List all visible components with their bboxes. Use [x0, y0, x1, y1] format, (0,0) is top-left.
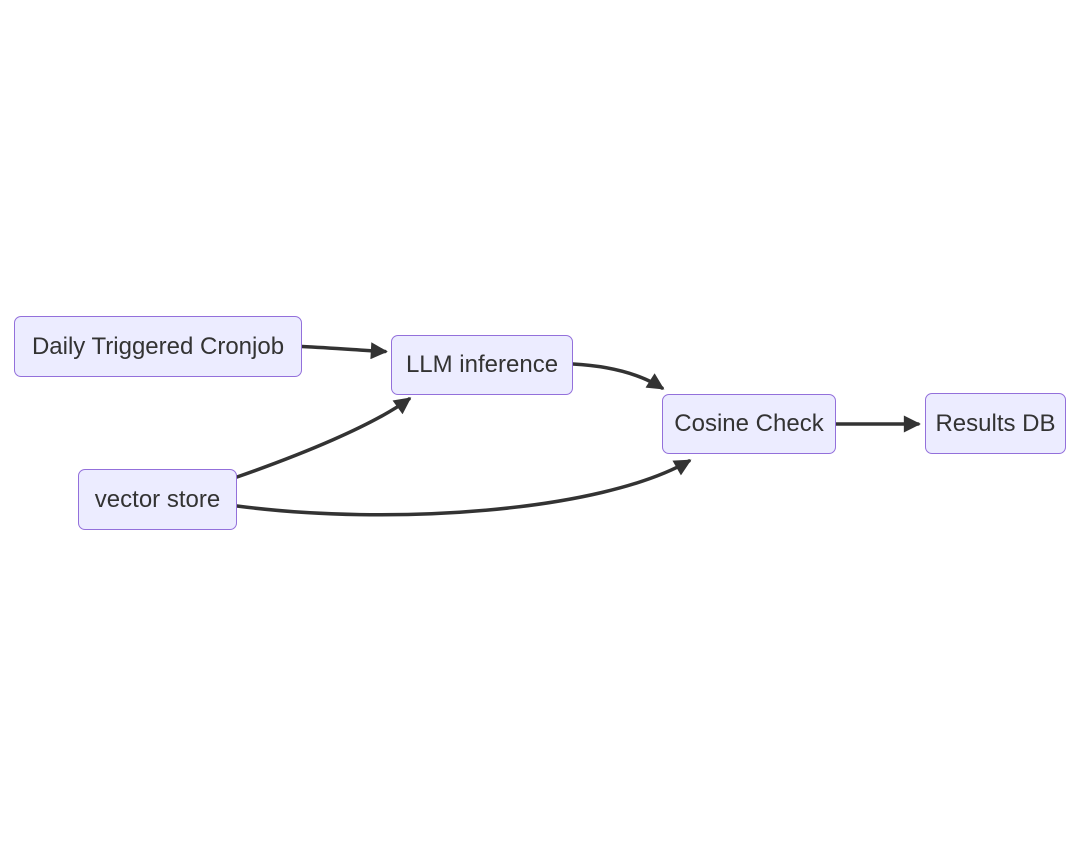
node-label: Cosine Check [674, 410, 824, 437]
node-label: Daily Triggered Cronjob [31, 332, 285, 360]
node-label: Results DB [935, 409, 1056, 437]
edge-vector-to-llm [235, 397, 412, 479]
node-llm-inference: LLM inference [391, 335, 573, 395]
node-label: vector store [94, 485, 221, 513]
node-daily-triggered-cronjob: Daily Triggered Cronjob [14, 316, 302, 377]
edge-llm-to-cosine [571, 362, 665, 390]
node-label: LLM inference [405, 351, 559, 378]
edge-vector-to-cosine [235, 459, 692, 517]
node-results-db: Results DB [925, 393, 1066, 454]
node-cosine-check: Cosine Check [662, 394, 836, 454]
node-vector-store: vector store [78, 469, 237, 530]
edge-cronjob-to-llm [300, 342, 388, 360]
